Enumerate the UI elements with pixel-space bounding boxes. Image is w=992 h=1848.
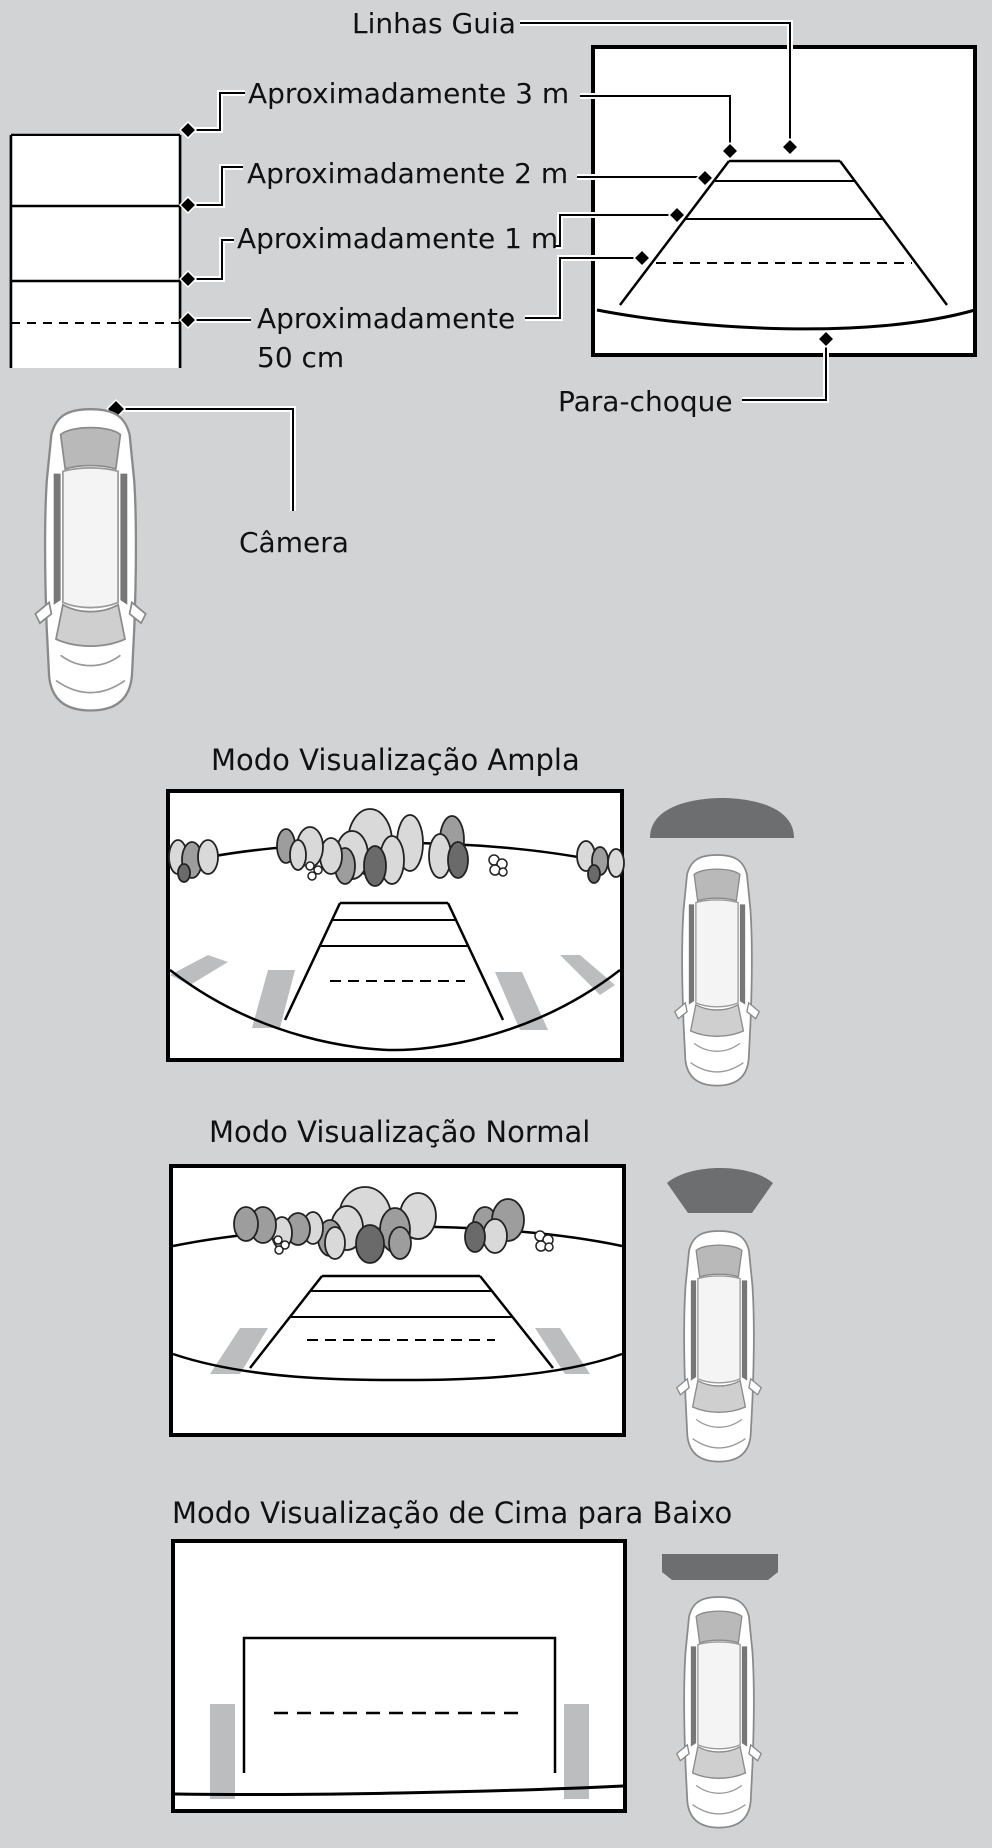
normal-coverage-area xyxy=(667,1168,773,1213)
top-down-coverage-area xyxy=(662,1554,778,1580)
car-top-view xyxy=(34,408,147,712)
approx-50cm-label-line2: 50 cm xyxy=(257,341,344,374)
approx-50cm-label-line1: Aproximadamente xyxy=(257,302,515,335)
approx-3m-label: Aproximadamente 3 m xyxy=(248,77,569,110)
approx-1m-label: Aproximadamente 1 m xyxy=(237,222,558,255)
distance-boxes xyxy=(9,133,182,368)
car-top-view xyxy=(675,1596,763,1829)
normal-view-screen xyxy=(169,1164,626,1437)
top-down-view-title: Modo Visualização de Cima para Baixo xyxy=(172,1496,732,1530)
bumper-label: Para-choque xyxy=(558,385,733,418)
car-top-view xyxy=(673,854,761,1087)
wide-view-screen xyxy=(166,789,625,1062)
camera-label: Câmera xyxy=(239,526,349,559)
wide-coverage-area xyxy=(650,798,794,838)
normal-view-title: Modo Visualização Normal xyxy=(209,1115,590,1149)
approx-2m-label: Aproximadamente 2 m xyxy=(247,157,568,190)
wide-view-title: Modo Visualização Ampla xyxy=(211,743,580,777)
camera-screen xyxy=(591,45,977,357)
car-top-view xyxy=(675,1230,763,1463)
leader-lines xyxy=(105,20,836,511)
top-down-view-screen xyxy=(171,1539,627,1813)
guide-lines-label: Linhas Guia xyxy=(352,7,516,40)
